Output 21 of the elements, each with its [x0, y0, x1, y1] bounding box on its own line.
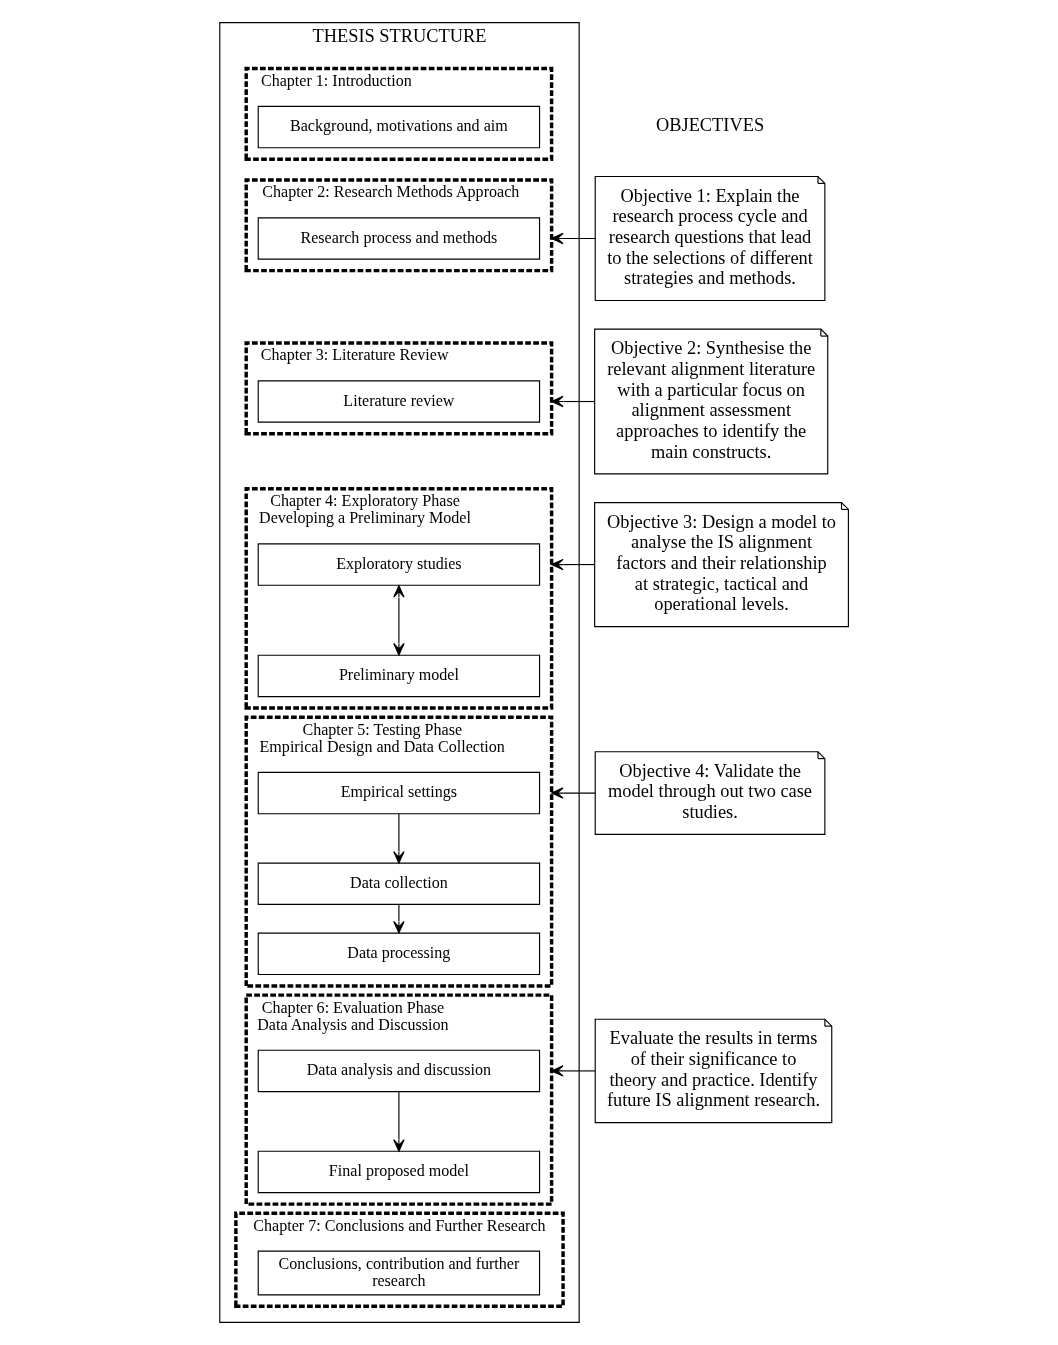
arrow [392, 585, 405, 656]
arrow [550, 558, 595, 571]
arrow [550, 395, 595, 408]
node-box: Data analysis and discussion [257, 1049, 540, 1093]
node-box: Exploratory studies [257, 543, 540, 586]
arrow [392, 813, 405, 864]
arrow [550, 787, 596, 799]
node-box: Research process and methods [257, 217, 540, 260]
arrow [392, 1091, 405, 1152]
node-box: Preliminary model [257, 654, 540, 698]
node-box: Conclusions, contribution and further research [257, 1250, 540, 1296]
label: OBJECTIVES [655, 115, 764, 136]
node-box: Data collection [257, 862, 540, 905]
node-box: Data processing [257, 932, 540, 976]
node-box: Empirical settings [257, 771, 540, 815]
node-box: Literature review [257, 380, 540, 423]
arrow [392, 903, 405, 934]
node-box: Final proposed model [257, 1150, 540, 1194]
arrow [550, 1065, 596, 1077]
node-box: Background, motivations and aim [257, 105, 540, 149]
arrow [550, 232, 596, 245]
